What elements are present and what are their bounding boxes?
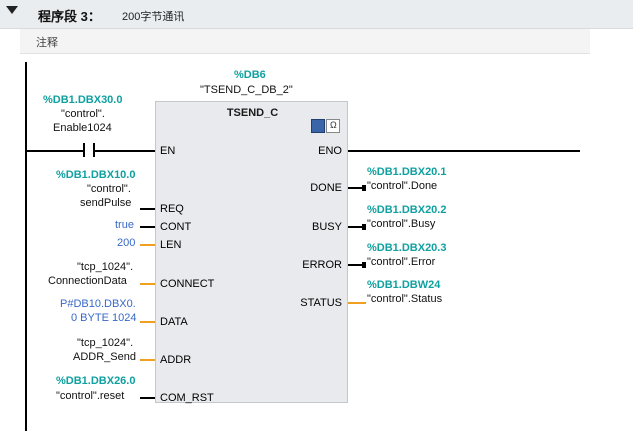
req-tag-line2[interactable]: sendPulse	[80, 197, 132, 209]
pin-cont[interactable]: CONT	[160, 221, 192, 233]
pin-req[interactable]: REQ	[160, 203, 184, 215]
error-tag[interactable]: "control".Error	[367, 256, 436, 268]
segment-title: 程序段 3：	[38, 9, 101, 24]
comrst-address[interactable]: %DB1.DBX26.0	[56, 375, 136, 387]
en-wire-right	[95, 150, 155, 152]
block-title: TSEND_C	[226, 107, 279, 119]
pin-status[interactable]: STATUS	[300, 297, 342, 309]
comrst-tag[interactable]: "control".reset	[56, 390, 125, 402]
len-value[interactable]: 200	[117, 237, 136, 249]
pin-len[interactable]: LEN	[160, 239, 182, 251]
data-line2[interactable]: 0 BYTE 1024	[71, 312, 137, 324]
en-tag-line1[interactable]: "control".	[61, 108, 105, 120]
len-wire	[140, 244, 155, 246]
comrst-wire	[140, 397, 155, 399]
req-tag-line1[interactable]: "control".	[87, 183, 131, 195]
comment-row[interactable]: 注释	[20, 29, 590, 54]
pin-busy[interactable]: BUSY	[312, 221, 342, 233]
req-address[interactable]: %DB1.DBX10.0	[56, 169, 136, 181]
pin-error[interactable]: ERROR	[302, 259, 342, 271]
en-tag-line2[interactable]: Enable1024	[53, 122, 112, 134]
data-line1[interactable]: P#DB10.DBX0.	[60, 298, 136, 310]
busy-wire	[348, 226, 366, 228]
connect-tag-line1[interactable]: "tcp_1024".	[77, 261, 134, 273]
pin-com-rst[interactable]: COM_RST	[160, 392, 214, 404]
block-diagnostics-icon[interactable]: Ω	[326, 119, 340, 133]
addr-wire	[140, 359, 155, 361]
pin-data[interactable]: DATA	[160, 316, 188, 328]
collapse-triangle-icon[interactable]	[6, 6, 18, 14]
pin-done[interactable]: DONE	[310, 182, 342, 194]
function-block[interactable]: TSEND_C Ω EN REQ CONT LEN CONNECT DATA A…	[155, 101, 348, 404]
status-tag[interactable]: "control".Status	[367, 293, 443, 305]
pin-eno[interactable]: ENO	[318, 145, 342, 157]
pin-en[interactable]: EN	[160, 145, 176, 157]
block-config-icon[interactable]	[311, 119, 325, 133]
error-address[interactable]: %DB1.DBX20.3	[367, 242, 447, 254]
done-wire	[348, 187, 366, 189]
done-tag[interactable]: "control".Done	[367, 180, 438, 192]
busy-tag[interactable]: "control".Busy	[367, 218, 436, 230]
pin-connect[interactable]: CONNECT	[160, 278, 215, 290]
connect-wire	[140, 283, 155, 285]
addr-tag-line2[interactable]: ADDR_Send	[73, 351, 136, 363]
busy-address[interactable]: %DB1.DBX20.2	[367, 204, 447, 216]
network-header[interactable]: 程序段 3： 200字节通讯	[0, 0, 633, 29]
addr-tag-line1[interactable]: "tcp_1024".	[77, 337, 134, 349]
power-rail	[25, 62, 27, 431]
busy-connector	[362, 224, 366, 230]
error-connector	[362, 262, 366, 268]
status-address[interactable]: %DB1.DBW24	[367, 279, 441, 291]
eno-wire	[348, 150, 580, 152]
en-wire-left	[27, 150, 83, 152]
pin-addr[interactable]: ADDR	[160, 354, 192, 366]
contact-right-bar[interactable]	[93, 143, 95, 157]
cont-wire	[140, 226, 155, 228]
block-icon-group: Ω	[310, 119, 340, 133]
data-wire	[140, 321, 155, 323]
error-wire	[348, 264, 366, 266]
connect-tag-line2[interactable]: ConnectionData	[48, 275, 127, 287]
segment-name[interactable]: 200字节通讯	[122, 11, 185, 23]
status-wire	[348, 302, 366, 304]
instance-db-name[interactable]: "TSEND_C_DB_2"	[200, 84, 293, 96]
contact-left-bar[interactable]	[83, 143, 85, 157]
instance-db-address[interactable]: %DB6	[234, 69, 266, 81]
done-connector	[362, 185, 366, 191]
req-wire	[140, 208, 155, 210]
cont-value[interactable]: true	[115, 219, 134, 231]
done-address[interactable]: %DB1.DBX20.1	[367, 166, 447, 178]
en-address[interactable]: %DB1.DBX30.0	[43, 94, 123, 106]
comment-label[interactable]: 注释	[36, 37, 58, 49]
